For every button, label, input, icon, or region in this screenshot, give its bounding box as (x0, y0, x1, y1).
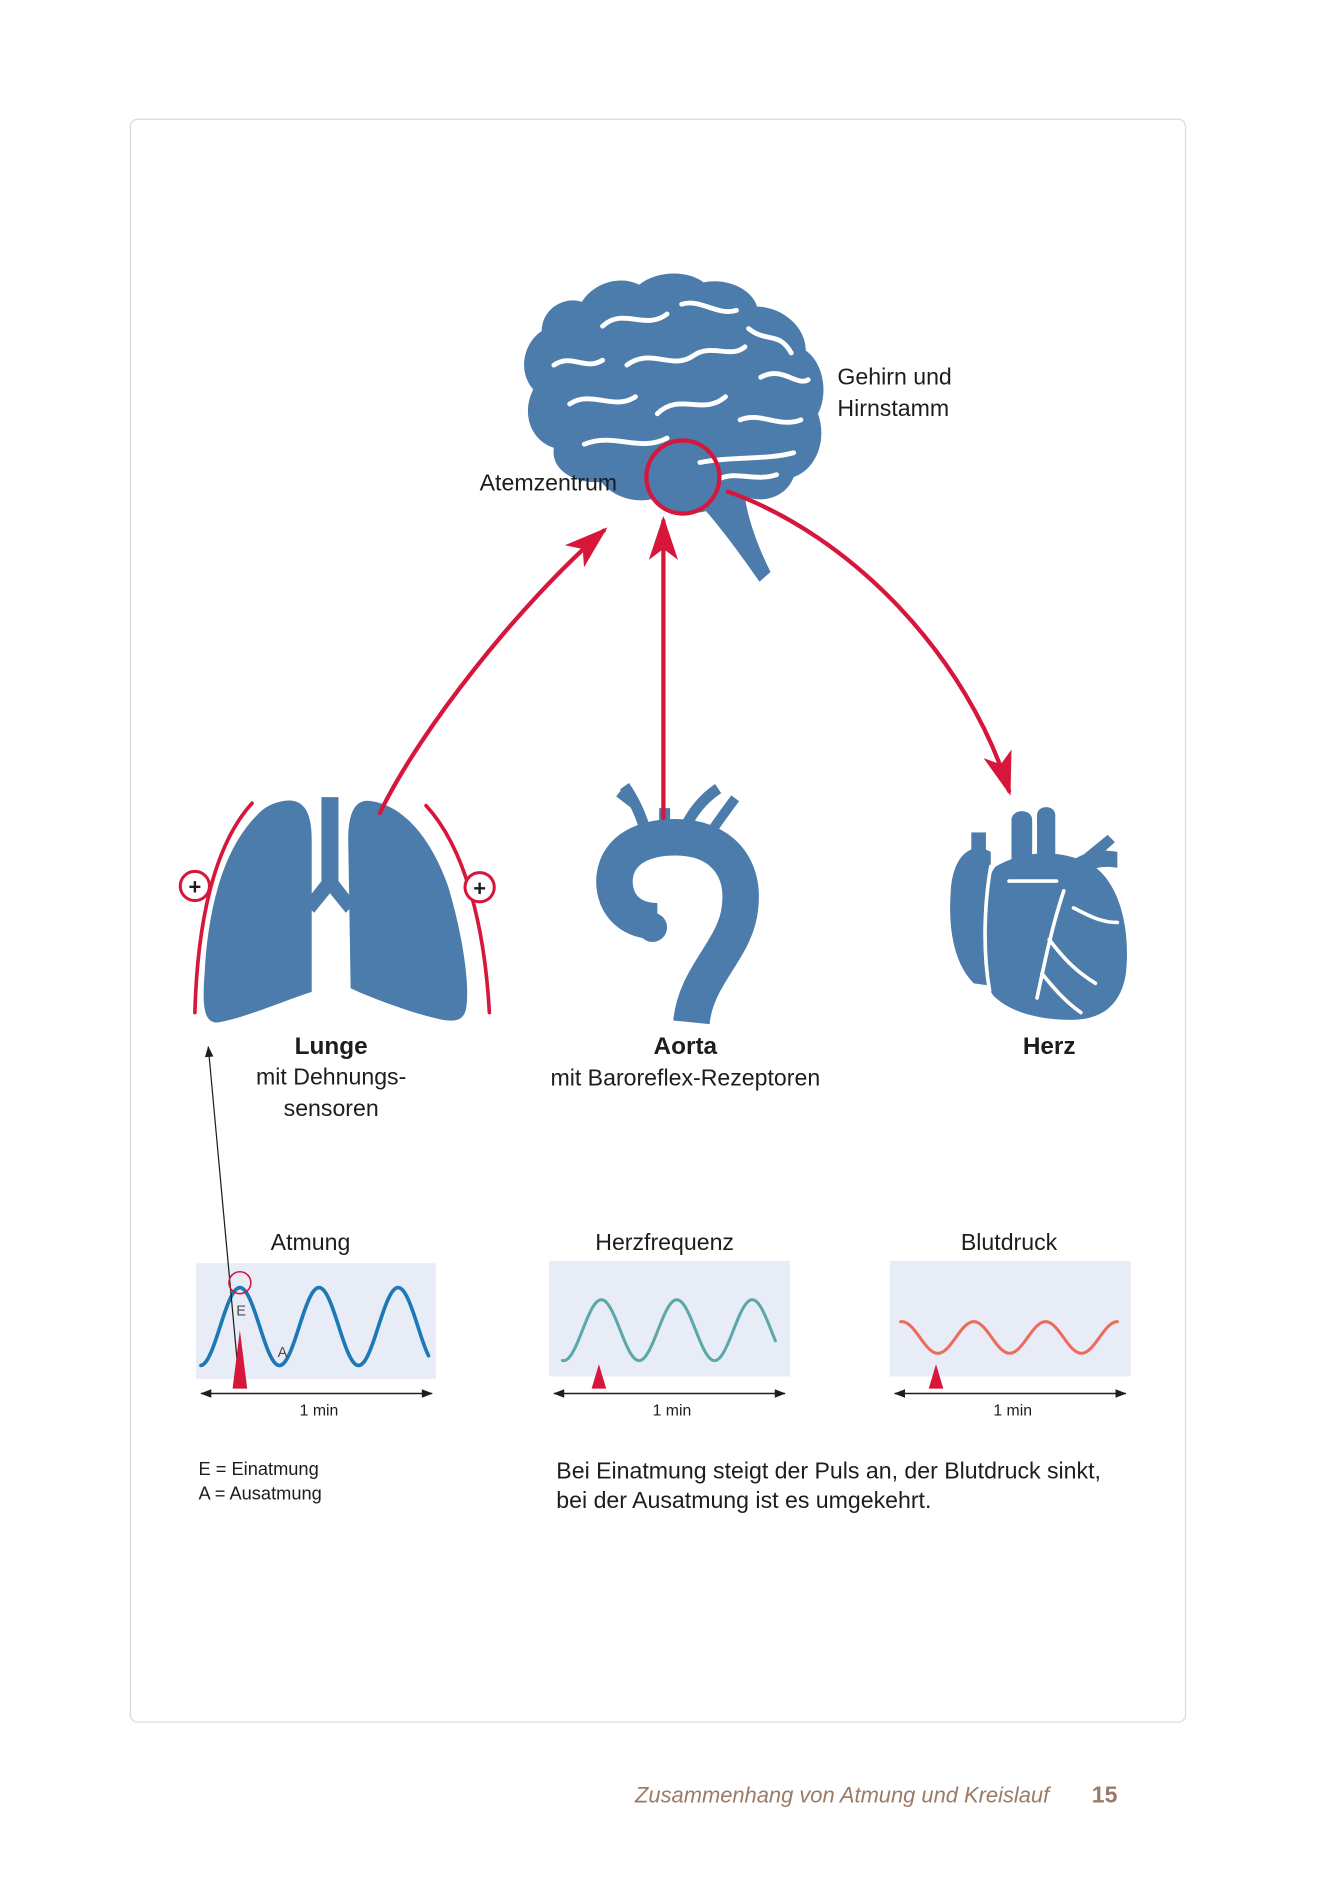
brain-gyrus-line (737, 414, 804, 425)
aorta-branch-brachiocephalic (619, 783, 651, 832)
graph-blutdruck-title: Blutdruck (961, 1229, 1058, 1255)
heart-coronary-lines (983, 864, 1120, 1015)
lung-illustration (203, 797, 468, 1023)
text-layer: Gehirn und Hirnstamm Atemzentrum + + Lun… (188, 364, 1100, 1513)
graph-herzfrequenz-panel (549, 1260, 790, 1377)
graph-herzfrequenz-wave (560, 1298, 777, 1363)
legend-exhale: A = Ausatmung (199, 1482, 322, 1503)
heart-vena-cava (971, 832, 986, 860)
heart-septum-line (983, 864, 993, 993)
graph-inhalation-markers (232, 1330, 944, 1389)
brain-gyrus-line (654, 394, 728, 417)
stretch-sensor-badges (178, 869, 496, 904)
aorta-branch-fork (616, 790, 637, 809)
lung-left-lobe (203, 800, 312, 1023)
graph-atmung-mark-inhale: E (236, 1304, 246, 1320)
heart-coronary-artery (1047, 937, 1098, 986)
brain-gyrus-line (679, 300, 739, 314)
heart-pulmonary-trunk (1054, 850, 1118, 891)
aorta-arch (596, 819, 759, 1026)
graph-blutdruck-axis-label: 1 min (993, 1402, 1032, 1419)
brain-label-line-2: Hirnstamm (837, 395, 949, 421)
graph-atmung-title: Atmung (271, 1229, 351, 1255)
graph-atmung-peak-ring (228, 1270, 252, 1295)
brain-gyrus-line (624, 344, 748, 368)
heart-great-vessel (1037, 807, 1056, 872)
respiratory-center-ring (644, 438, 722, 516)
stretch-sensor-plus-left: + (188, 875, 201, 900)
heart-pulmonary-branch (1080, 834, 1115, 865)
graph-herzfrequenz-marker-triangle (591, 1364, 607, 1389)
respiratory-center-label: Atemzentrum (480, 469, 617, 495)
aorta-branch-carotid (679, 784, 722, 833)
graph-atmung-mark-exhale: A (278, 1345, 288, 1361)
graph-blutdruck-panel (889, 1260, 1131, 1377)
brain-gyrus-line (758, 371, 811, 384)
graph-peak-highlight (228, 1270, 252, 1295)
brain-lateral-fissure (581, 435, 670, 447)
signal-arrows (193, 438, 1012, 1015)
stretch-sensor-badge-right (463, 871, 496, 904)
aorta-root-bulb (637, 912, 668, 942)
graph-atmung-axis-label: 1 min (300, 1402, 339, 1419)
brain-gyrus-line (746, 326, 794, 356)
brain-cerebellum-line (697, 450, 797, 465)
brain-illustration (524, 273, 824, 582)
lung-subtitle-line-2: sensoren (284, 1095, 379, 1121)
brain-gyrus-line (600, 311, 670, 329)
graph-blutdruck-marker-triangle (928, 1364, 944, 1389)
heart-coronary-artery (1071, 906, 1120, 925)
note-line-2: bei der Ausatmung ist es umgekehrt. (556, 1487, 931, 1513)
footer-chapter-title: Zusammenhang von Atmung und Kreislauf (634, 1782, 1051, 1807)
graph-atmung-wave (199, 1285, 431, 1368)
aorta-root (637, 912, 668, 942)
heart-aorta-trunk (1011, 811, 1033, 879)
graph-herzfrequenz-axis-label: 1 min (653, 1402, 692, 1419)
footer-page-number: 15 (1092, 1781, 1118, 1807)
arrow-brain-to-heart (725, 489, 1012, 796)
legend-inhale: E = Einatmung (199, 1458, 319, 1479)
lung-right-lobe (348, 800, 468, 1021)
lung-subtitle-line-1: mit Dehnungs- (256, 1063, 406, 1089)
brain-cerebellum-line (718, 472, 780, 481)
heart-coronary-artery (1035, 889, 1066, 1000)
brain-gyri (551, 300, 811, 481)
aorta-illustration (596, 783, 759, 1026)
aorta-title: Aorta (654, 1033, 718, 1060)
brain-gyrus-line (551, 357, 605, 368)
content-frame (129, 118, 1187, 1723)
heart-right-atrium (950, 848, 991, 986)
heart-coronary-artery (1040, 971, 1083, 1015)
brain-label-line-1: Gehirn und (837, 364, 951, 390)
note-line-1: Bei Einatmung steigt der Puls an, der Bl… (556, 1458, 1101, 1484)
graph-herzfrequenz-title: Herzfrequenz (595, 1229, 734, 1255)
pointer-arrow-to-lung (204, 1046, 240, 1378)
aorta-subtitle: mit Baroreflex-Rezeptoren (550, 1065, 820, 1091)
heart-ventricles (982, 853, 1127, 1020)
trachea (304, 797, 356, 913)
arrow-lung-to-brain (377, 527, 608, 816)
lung-title: Lunge (295, 1033, 368, 1060)
graph-blutdruck-wave (899, 1320, 1119, 1355)
stretch-sensor-badge-left (178, 869, 211, 903)
aorta-branch-subclavian (701, 795, 740, 843)
brain-icon (524, 273, 824, 582)
brain-gyrus-line (567, 394, 638, 407)
graph-atmung-marker-triangle (232, 1330, 248, 1389)
page-footer: Zusammenhang von Atmung und Kreislauf 15 (634, 1781, 1118, 1807)
heart-title: Herz (1023, 1033, 1076, 1060)
graph-waves (199, 1285, 1119, 1368)
stretch-sensor-plus-right: + (473, 876, 486, 901)
graph-atmung-panel (196, 1263, 436, 1379)
graph-backgrounds (196, 1260, 1131, 1379)
